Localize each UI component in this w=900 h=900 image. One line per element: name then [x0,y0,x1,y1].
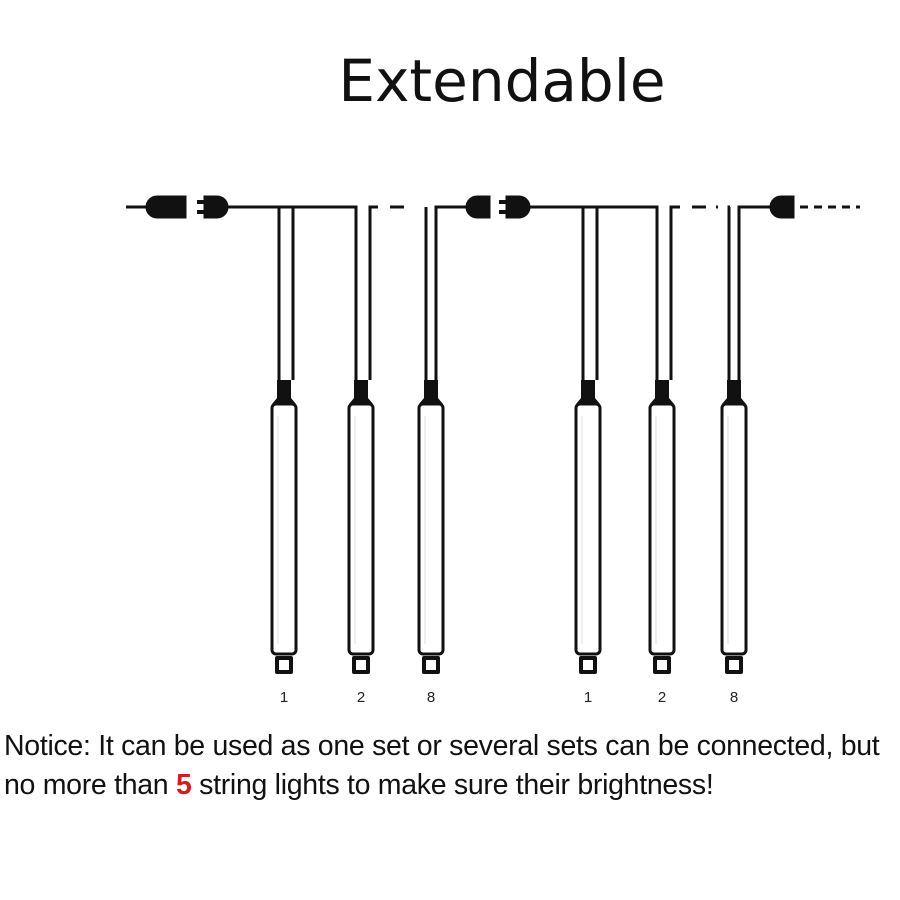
end-cap-slot [279,660,289,670]
plug-prong [499,200,506,204]
tube-body [417,402,445,656]
tube-body [270,402,298,656]
diagram-title: Extendable [338,47,666,115]
light-tubes [270,380,748,674]
female-plug-icon [769,195,795,219]
tube-labels: 1 2 8 1 2 8 [280,689,738,706]
output-wire [434,205,470,380]
output-wire [737,205,776,380]
tube-number-label: 8 [427,689,435,706]
link-wire [597,205,659,380]
tube-body [720,402,748,656]
female-plug-body [145,195,187,219]
max-sets-number: 5 [175,769,192,801]
tube-body [347,402,375,656]
tube-body [574,402,602,656]
plugs [145,195,795,219]
end-cap-slot [729,660,739,670]
light-tube-icon [648,380,676,674]
male-plug-body [505,195,531,219]
tube-top-connector [354,380,368,402]
tube-number-label: 1 [584,689,592,706]
light-tube-icon [574,380,602,674]
link-wire [727,205,731,380]
tube-number-label: 8 [730,689,738,706]
plug-prong [197,210,204,214]
wires [126,205,860,380]
link-wire [293,205,358,380]
link-wire [368,205,378,380]
notice-text-start: Notice: It can be used as one set or sev… [4,730,880,801]
tube-body [648,402,676,656]
female-plug-body [769,195,795,219]
male-plug-icon [499,195,531,219]
end-cap-slot [583,660,593,670]
male-plug-body [203,195,229,219]
end-cap-slot [657,660,667,670]
female-plug-body [465,195,491,219]
notice-text-end: string lights to make sure their brightn… [191,769,714,801]
tube-top-connector [655,380,669,402]
plug-prong [197,200,204,204]
female-plug-icon [145,195,187,219]
tube-top-connector [277,380,291,402]
link-wire [669,205,680,380]
tube-number-label: 1 [280,689,288,706]
light-tube-icon [347,380,375,674]
male-plug-icon [197,195,229,219]
light-tube-icon [270,380,298,674]
end-cap-slot [426,660,436,670]
female-plug-icon [465,195,491,219]
light-tube-icon [720,380,748,674]
tube-top-connector [424,380,438,402]
end-cap-slot [356,660,366,670]
tube-top-connector [727,380,741,402]
plug-prong [499,210,506,214]
tube-number-label: 2 [658,689,666,706]
notice-text: Notice: It can be used as one set or sev… [4,727,898,805]
tube-top-connector [581,380,595,402]
light-tube-icon [417,380,445,674]
tube-number-label: 2 [357,689,365,706]
